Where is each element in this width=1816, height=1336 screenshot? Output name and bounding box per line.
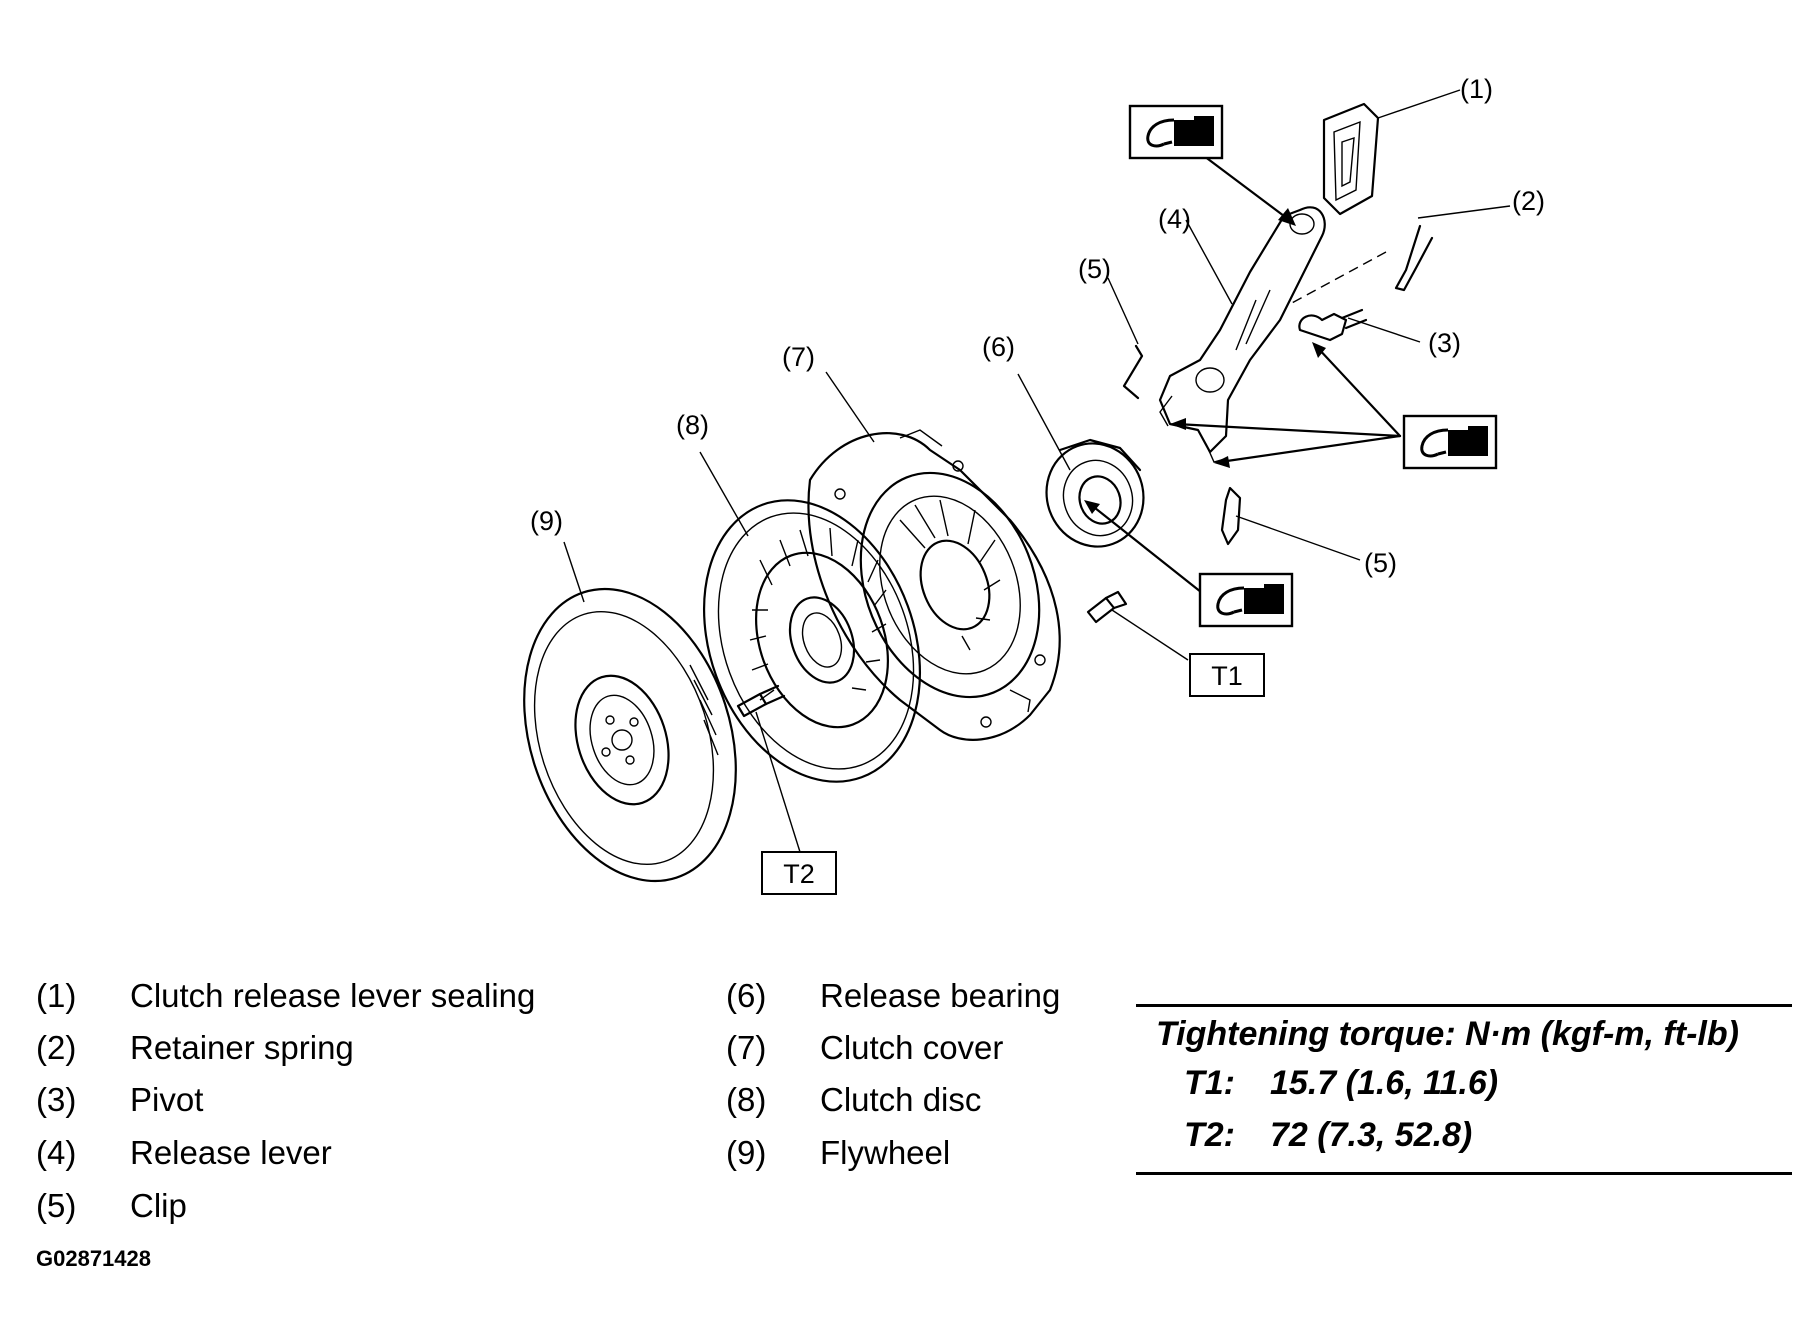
release-lever bbox=[1158, 206, 1326, 463]
clutch-disc bbox=[702, 499, 922, 783]
svg-text:T2: T2 bbox=[783, 859, 815, 889]
t2-bolt bbox=[736, 684, 786, 718]
svg-text:T1: T1 bbox=[1211, 661, 1243, 691]
clip-upper bbox=[1122, 344, 1144, 400]
retainer-spring bbox=[1289, 224, 1434, 305]
grease-arrows bbox=[1084, 148, 1402, 598]
callout-5-lower: (5) bbox=[1364, 548, 1397, 578]
callout-5-upper: (5) bbox=[1078, 254, 1111, 284]
torque-row: T1: 15.7 (1.6, 11.6) bbox=[1184, 1064, 1499, 1102]
callout-3: (3) bbox=[1428, 328, 1461, 358]
torque-title: Tightening torque: N·m (kgf-m, ft-lb) bbox=[1156, 1015, 1739, 1053]
grease-icon bbox=[1128, 104, 1224, 160]
release-bearing bbox=[1045, 438, 1145, 548]
torque-table: Tightening torque: N·m (kgf-m, ft-lb) T1… bbox=[1136, 1004, 1792, 1175]
clip-lower bbox=[1220, 486, 1242, 546]
grease-icon bbox=[1198, 572, 1294, 628]
table-rule-bottom bbox=[1136, 1172, 1792, 1175]
torque-row: T2: 72 (7.3, 52.8) bbox=[1184, 1116, 1473, 1154]
leader-lines bbox=[563, 89, 1511, 853]
callout-6: (6) bbox=[982, 332, 1015, 362]
figure-id: G02871428 bbox=[36, 1246, 151, 1271]
pivot bbox=[1298, 308, 1368, 342]
clutch-cover bbox=[807, 429, 1061, 741]
callout-9: (9) bbox=[530, 506, 563, 536]
flywheel bbox=[523, 587, 737, 883]
callout-7: (7) bbox=[782, 342, 815, 372]
table-rule-top bbox=[1136, 1004, 1792, 1007]
lever-sealing bbox=[1322, 102, 1380, 216]
callout-4: (4) bbox=[1158, 204, 1191, 234]
callout-2: (2) bbox=[1512, 186, 1545, 216]
clutch-exploded-diagram: T1 T2 (1) (2) (3) (4) (5) (5) (6) (7) (8… bbox=[523, 74, 1545, 895]
t1-tag: T1 bbox=[1189, 653, 1265, 697]
callout-8: (8) bbox=[676, 410, 709, 440]
t1-bolt bbox=[1086, 590, 1128, 624]
t2-tag: T2 bbox=[761, 851, 837, 895]
grease-icon bbox=[1402, 414, 1498, 470]
callout-1: (1) bbox=[1460, 74, 1493, 104]
